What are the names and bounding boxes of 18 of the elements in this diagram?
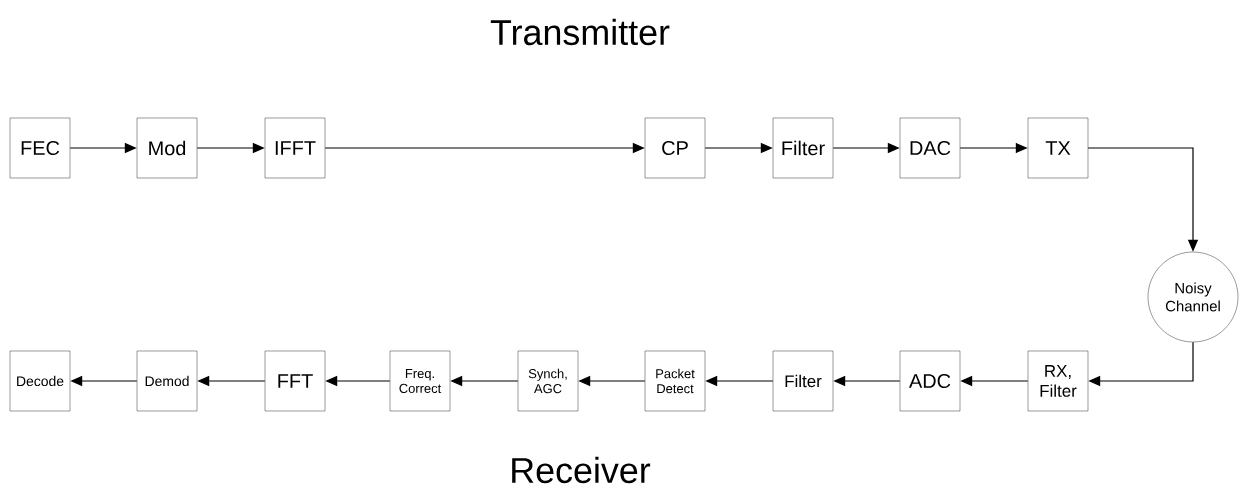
process-box: IFFT bbox=[264, 117, 326, 179]
heading: Receiver bbox=[512, 456, 651, 484]
process-box: DAC bbox=[899, 117, 961, 179]
process-box: ADC bbox=[899, 350, 961, 412]
process-box: Filter bbox=[772, 117, 834, 179]
process-box: Filter bbox=[772, 350, 834, 412]
process-box: TX bbox=[1027, 117, 1089, 179]
heading: Transmitter bbox=[490, 18, 670, 46]
process-box: Synch, AGC bbox=[517, 350, 579, 412]
process-box: Demod bbox=[136, 350, 198, 412]
process-box: CP bbox=[644, 117, 706, 179]
process-box: Decode bbox=[9, 350, 71, 412]
process-box: FEC bbox=[9, 117, 71, 179]
process-box: Packet Detect bbox=[644, 350, 706, 412]
process-box: Mod bbox=[136, 117, 198, 179]
process-box: RX, Filter bbox=[1027, 350, 1089, 412]
process-box: Freq. Correct bbox=[389, 350, 451, 412]
process-box: FFT bbox=[264, 350, 326, 412]
